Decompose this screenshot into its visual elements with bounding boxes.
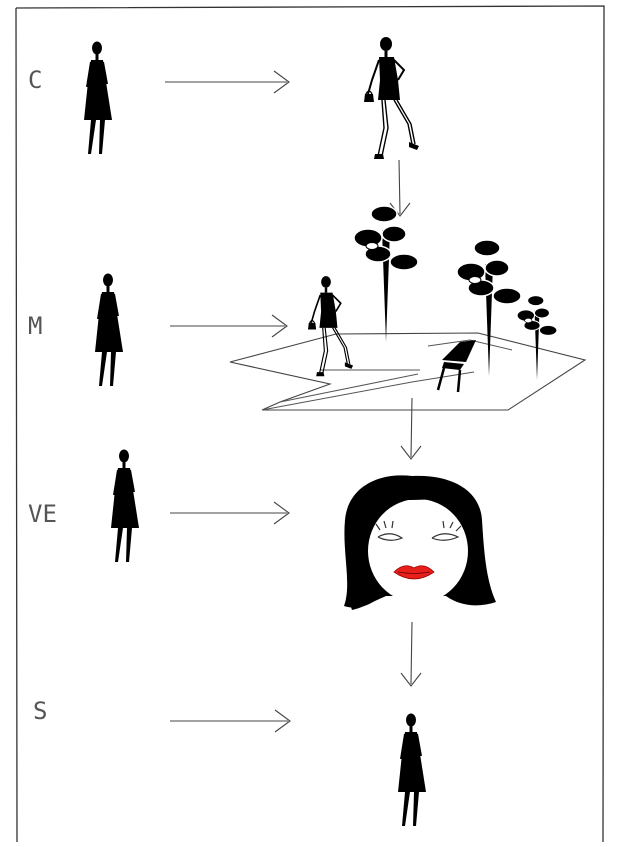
standing-woman-s — [397, 712, 427, 827]
park-chair — [436, 340, 476, 393]
arrow-ve-down — [400, 621, 422, 687]
standing-woman-m — [94, 272, 124, 387]
arrow-c-down — [389, 159, 411, 217]
standing-woman-ve — [110, 448, 140, 563]
tree-1 — [353, 205, 419, 343]
arrow-ve-right — [170, 501, 290, 525]
arrow-m-right — [170, 314, 288, 338]
arrow-s-right — [170, 709, 291, 733]
park-ground — [229, 332, 587, 411]
face — [368, 499, 468, 603]
row-label-m: M — [28, 312, 43, 340]
row-label-ve: VE — [28, 500, 57, 528]
woman-face — [344, 475, 496, 610]
arrow-c-right — [165, 70, 290, 94]
page-border — [15, 5, 605, 843]
arrow-m-down — [400, 397, 422, 460]
walking-woman-c — [363, 36, 420, 160]
eyes — [375, 520, 462, 541]
fringe — [352, 480, 474, 506]
row-label-c: C — [28, 66, 43, 94]
park-scene — [229, 205, 587, 411]
standing-woman-c — [83, 40, 113, 155]
row-label-s: S — [33, 697, 48, 725]
lips — [393, 565, 435, 580]
